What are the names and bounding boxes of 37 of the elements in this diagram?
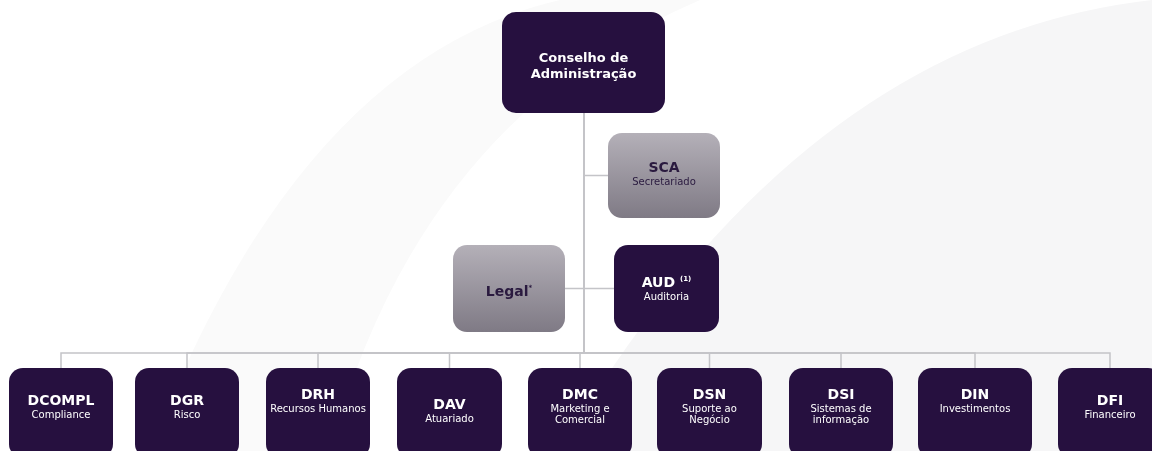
- unit-title: DSN: [692, 386, 727, 402]
- department-box: [528, 368, 632, 451]
- unit-title: DGR: [170, 392, 204, 408]
- staff-box: [453, 245, 565, 332]
- unit-name: Recursos Humanos: [270, 403, 366, 414]
- unit-title: DRH: [300, 386, 336, 402]
- department-box: [397, 368, 502, 451]
- unit-name: Sistemas de informação: [809, 403, 873, 425]
- unit-title: Conselho de Administração: [529, 50, 638, 82]
- department-box: [266, 368, 370, 451]
- department-box: [657, 368, 762, 451]
- unit-name: Marketing e Comercial: [549, 403, 611, 425]
- unit-name: Atuariado: [425, 413, 474, 424]
- unit-title: AUD $^{(1)}$: [641, 272, 692, 290]
- unit-title: DIN: [960, 386, 990, 402]
- department-box: [789, 368, 893, 451]
- unit-title: DMC: [562, 386, 598, 402]
- unit-name: Financeiro: [1084, 409, 1136, 420]
- unit-name: Auditoria: [643, 290, 690, 302]
- unit-name: Secretariado: [632, 176, 696, 187]
- unit-title: DSI: [827, 386, 855, 402]
- staff-box: [608, 133, 720, 218]
- department-box: [9, 368, 113, 451]
- unit-name: Risco: [173, 409, 201, 420]
- department-box: [918, 368, 1032, 451]
- unit-title: DAV: [433, 396, 466, 412]
- unit-name: Suporte ao Negócio: [681, 403, 738, 425]
- unit-name: Compliance: [31, 409, 91, 420]
- department-box: [614, 245, 719, 332]
- department-box: [502, 12, 665, 113]
- unit-name: Investimentos: [939, 403, 1011, 414]
- unit-title: SCA: [648, 159, 680, 175]
- department-box: [1058, 368, 1152, 451]
- unit-title: DFI: [1096, 392, 1124, 408]
- department-box: [135, 368, 239, 451]
- unit-title: DCOMPL: [27, 392, 95, 408]
- unit-title: Legal$^{*}$: [485, 281, 533, 299]
